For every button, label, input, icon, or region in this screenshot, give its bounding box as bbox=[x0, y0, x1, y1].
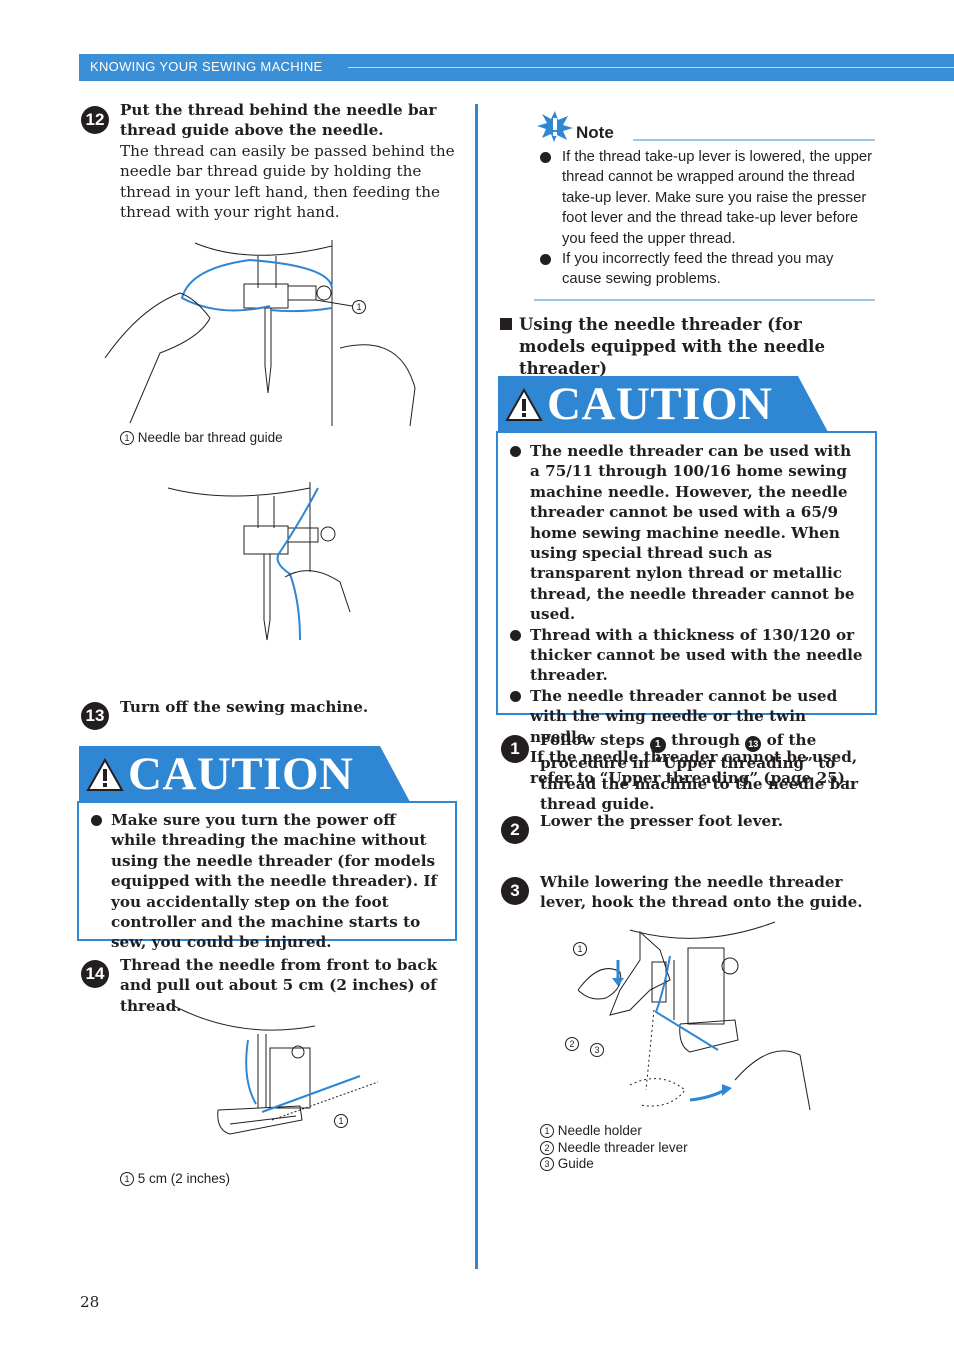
caution-right-item: The needle threader can be used with a 7… bbox=[498, 441, 865, 625]
callout-number: 2 bbox=[565, 1037, 579, 1051]
section-heading: Using the needle threader (for models eq… bbox=[519, 315, 825, 378]
caption-number: 1 bbox=[540, 1124, 554, 1138]
page-number: 28 bbox=[80, 1293, 100, 1311]
needle-bar-thread-guide-illustration bbox=[104, 240, 416, 427]
step-12-badge: 12 bbox=[81, 106, 109, 134]
bullet-dot bbox=[510, 690, 521, 702]
step-1-text: Follow steps bbox=[540, 731, 650, 749]
caution-tab-slant bbox=[360, 746, 410, 802]
caution-title-right: CAUTION bbox=[547, 378, 773, 430]
caption-row: 2 Needle threader lever bbox=[540, 1140, 688, 1157]
presser-foot-illustration bbox=[173, 1005, 379, 1135]
caption-text: Needle bar thread guide bbox=[137, 430, 283, 445]
caption-row: 3 Guide bbox=[540, 1156, 688, 1173]
caption-number: 1 bbox=[120, 1172, 134, 1186]
step-14-title: Thread the needle from front to back and… bbox=[120, 956, 438, 1015]
caption-text: Needle threader lever bbox=[557, 1139, 688, 1155]
caution-tab-slant bbox=[778, 376, 828, 432]
bullet-dot bbox=[540, 152, 551, 163]
callout-needle-holder: 1 bbox=[573, 941, 587, 956]
warning-icon bbox=[86, 758, 124, 791]
step-1-text: through bbox=[665, 731, 746, 749]
caution-right-text: Thread with a thickness of 130/120 or th… bbox=[530, 625, 863, 685]
section-square-icon bbox=[500, 318, 512, 330]
caution-tab-left bbox=[79, 746, 379, 802]
caption-text: Needle holder bbox=[557, 1123, 642, 1138]
caption-text: 5 cm (2 inches) bbox=[137, 1171, 231, 1186]
caution-right-text: The needle threader can be used with a 7… bbox=[530, 442, 855, 624]
note-list: If the thread take-up lever is lowered, … bbox=[530, 147, 875, 290]
note-item-text: If the thread take-up lever is lowered, … bbox=[562, 149, 873, 247]
caution-right-item: The needle threader cannot be used with … bbox=[498, 686, 865, 747]
step-3-badge: 3 bbox=[501, 877, 529, 905]
caution-left-text: Make sure you turn the power off while t… bbox=[111, 811, 438, 952]
callout-1-number: 1 bbox=[352, 300, 366, 314]
note-rule-top bbox=[633, 139, 875, 141]
callout-5cm-number: 1 bbox=[334, 1114, 348, 1128]
callout-guide: 3 bbox=[590, 1042, 604, 1057]
caption-number: 3 bbox=[540, 1157, 554, 1171]
step-13-title: Turn off the sewing machine. bbox=[120, 698, 369, 716]
warning-icon bbox=[505, 388, 543, 421]
inline-step-badge: 13 bbox=[745, 736, 762, 753]
callout-1: 1 bbox=[352, 299, 366, 314]
step-2-badge: 2 bbox=[501, 816, 529, 844]
caption-row: 1 Needle holder bbox=[540, 1123, 688, 1140]
step-3-title: While lowering the needle threader lever… bbox=[540, 873, 863, 912]
caption-needle-bar: 1 Needle bar thread guide bbox=[120, 430, 283, 445]
note-title: Note bbox=[576, 123, 614, 142]
callout-number: 3 bbox=[590, 1043, 604, 1057]
caption-5cm: 1 5 cm (2 inches) bbox=[120, 1171, 230, 1186]
caution-box-left: Make sure you turn the power off while t… bbox=[77, 801, 457, 951]
step-13-badge: 13 bbox=[81, 702, 109, 730]
note-item: If the thread take-up lever is lowered, … bbox=[530, 147, 875, 249]
caution-box-right: The needle threader can be used with a 7… bbox=[496, 431, 877, 787]
callout-threader-lever: 2 bbox=[565, 1036, 579, 1051]
caution-right-text: The needle threader cannot be used with … bbox=[530, 686, 838, 746]
step-1-text: of the procedure in “Upper threading” to… bbox=[540, 731, 859, 814]
caption-number: 1 bbox=[120, 431, 134, 445]
step-3-captions: 1 Needle holder 2 Needle threader lever … bbox=[540, 1123, 688, 1173]
bullet-dot bbox=[540, 254, 551, 266]
needle-threading-illustration bbox=[167, 482, 351, 641]
column-divider bbox=[475, 104, 478, 1269]
note-rule-bottom bbox=[534, 299, 875, 301]
caution-right-text: If the needle threader cannot be used, r… bbox=[530, 748, 858, 787]
note-item-text: If you incorrectly feed the thread you m… bbox=[562, 251, 834, 288]
header-rule bbox=[348, 67, 954, 68]
bullet-dot bbox=[91, 815, 102, 826]
caution-title-left: CAUTION bbox=[128, 748, 354, 800]
section-title: KNOWING YOUR SEWING MACHINE bbox=[90, 59, 323, 74]
caution-tab-right bbox=[498, 376, 798, 432]
step-1-badge: 1 bbox=[501, 735, 529, 763]
note-icon bbox=[537, 111, 573, 142]
bullet-dot bbox=[510, 629, 521, 641]
step-12-text: The thread can easily be passed behind t… bbox=[120, 141, 455, 222]
inline-step-badge: 1 bbox=[649, 737, 666, 754]
caution-right-item: Thread with a thickness of 130/120 or th… bbox=[498, 625, 865, 686]
note-item: If you incorrectly feed the thread you m… bbox=[530, 249, 875, 290]
step-2-title: Lower the presser foot lever. bbox=[540, 812, 784, 830]
step-1-title: Follow steps 1 through 13 of the procedu… bbox=[540, 730, 870, 814]
caution-left-item: Make sure you turn the power off while t… bbox=[79, 810, 455, 953]
needle-threader-illustration bbox=[577, 921, 811, 1111]
caption-text: Guide bbox=[557, 1156, 594, 1171]
callout-5cm: 1 bbox=[334, 1113, 348, 1128]
bullet-dot bbox=[510, 446, 521, 457]
caption-number: 2 bbox=[540, 1140, 554, 1155]
callout-number: 1 bbox=[573, 942, 587, 956]
step-14-badge: 14 bbox=[81, 960, 109, 988]
step-12: Put the thread behind the needle bar thr… bbox=[120, 100, 460, 222]
step-12-title: Put the thread behind the needle bar thr… bbox=[120, 101, 437, 140]
